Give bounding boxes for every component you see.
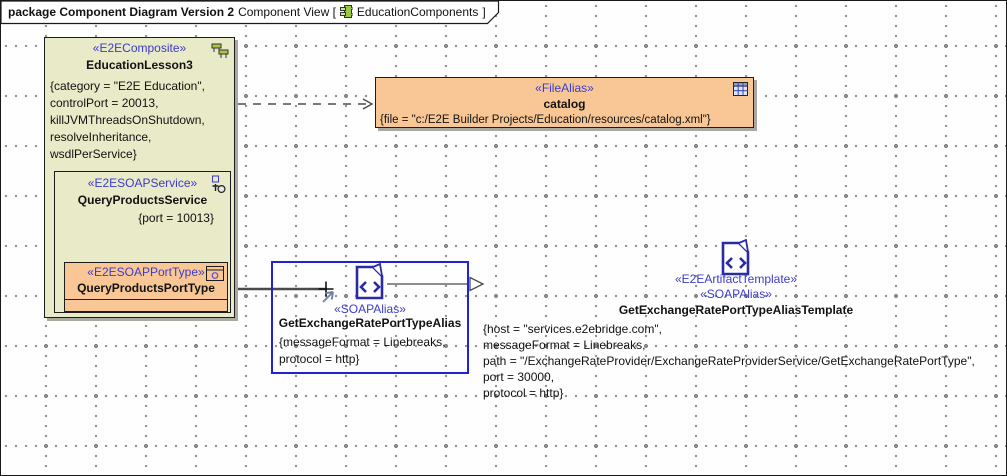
alias-properties: {messageFormat = Linebreaks, protocol = … <box>279 334 445 368</box>
node-education-lesson3[interactable]: «E2EComposite» EducationLesson3 {categor… <box>44 37 235 318</box>
alias-stereotype: «SOAPAlias» <box>334 302 406 316</box>
node-query-products-porttype[interactable]: «E2ESOAPPortType» QueryProductsPortType <box>64 262 228 312</box>
template-prop-line: protocol = http} <box>483 386 564 400</box>
lesson-properties: {category = "E2E Education", controlPort… <box>50 78 205 163</box>
template-name: GetExchangeRatePortTypeAliasTemplate <box>618 303 854 317</box>
soap-porttype-icon <box>206 266 224 281</box>
xml-document-icon <box>355 263 384 300</box>
node-query-products-service[interactable]: «E2ESOAPService» QueryProductsService {p… <box>54 171 231 313</box>
dependency-link-catalog[interactable] <box>238 98 374 110</box>
frame-title: package Component Diagram Version 2 <box>8 4 235 19</box>
frame-bracket: ] <box>482 4 486 19</box>
frame-header: package Component Diagram Version 2 Comp… <box>8 4 486 19</box>
lesson-name: EducationLesson3 <box>86 58 193 72</box>
service-name: QueryProductsService <box>77 193 208 207</box>
template-prop-line: port = 30000, <box>483 370 555 384</box>
lesson-prop-line: {category = "E2E Education", <box>50 79 205 93</box>
table-grid-icon <box>733 82 748 96</box>
service-stereotype: «E2ESOAPService» <box>87 176 198 190</box>
frame-diagram-name: EducationComponents <box>356 4 479 19</box>
template-stereotype-2: «SOAPAlias» <box>700 287 772 301</box>
lesson-prop-line: resolveInheritance, <box>50 130 152 144</box>
template-prop-line: {host = "services.e2ebridge.com", <box>483 322 662 336</box>
soap-service-icon <box>212 175 226 194</box>
lesson-stereotype: «E2EComposite» <box>92 41 187 55</box>
template-prop-line: path = "/ExchangeRateProvider/ExchangeRa… <box>483 354 975 368</box>
lesson-prop-line: controlPort = 20013, <box>50 96 159 110</box>
porttype-name: QueryProductsPortType <box>77 281 215 295</box>
frame-tab-shape <box>1 1 500 25</box>
service-tagged-value: {port = 10013} <box>138 211 214 225</box>
alias-prop-line: protocol = http} <box>279 352 360 366</box>
catalog-prop-line: {file = "c:/E2E Builder Projects/Educati… <box>380 114 711 126</box>
frame-context: Component View [ <box>238 4 336 19</box>
template-prop-line: messageFormat = Linebreaks, <box>483 338 646 352</box>
alias-selection-rect <box>271 261 469 374</box>
catalog-properties: {file = "c:/E2E Builder Projects/Educati… <box>380 112 711 129</box>
porttype-stereotype: «E2ESOAPPortType» <box>87 265 205 279</box>
alias-name: GetExchangeRatePortTypeAlias <box>278 316 462 330</box>
porttype-compartment-divider <box>65 299 227 300</box>
xml-document-icon <box>721 239 750 276</box>
alias-prop-line: {messageFormat = Linebreaks, <box>279 335 446 349</box>
template-stereotype-1: «E2EArtifactTemplate» <box>674 272 798 286</box>
lesson-prop-line: wsdlPerService} <box>50 147 137 161</box>
node-catalog[interactable]: «FileAlias» catalog {file = "c:/E2E Buil… <box>375 77 754 128</box>
component-diagram-icon <box>339 5 353 18</box>
catalog-stereotype: «FileAlias» <box>535 81 594 95</box>
template-properties: {host = "services.e2ebridge.com", messag… <box>483 321 975 401</box>
catalog-name: catalog <box>543 97 586 111</box>
lesson-prop-line: killJVMThreadsOnShutdown, <box>50 113 205 127</box>
composite-tables-icon <box>211 43 229 58</box>
